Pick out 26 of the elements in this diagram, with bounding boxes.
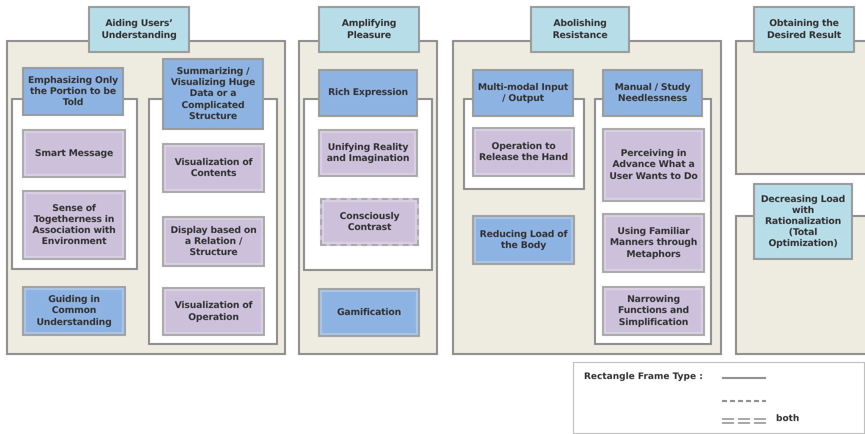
legend-text: both (776, 414, 800, 424)
category-heading: Amplifying Pleasure (318, 6, 420, 53)
item-box: Reducing Load of the Body (472, 215, 575, 265)
item-box: Smart Message (22, 129, 126, 178)
category-heading: Obtaining the Desired Result (753, 6, 855, 53)
legend-title: Rectangle Frame Type : (584, 372, 703, 382)
group-heading: Rich Expression (318, 69, 418, 117)
item-box: Visualization of Contents (162, 143, 265, 193)
category-heading: Abolishing Resistance (530, 6, 630, 53)
item-box: Display based on a Relation / Structure (162, 216, 265, 267)
item-box: Guiding in Common Understanding (22, 286, 126, 336)
category-heading: Decreasing Load with Rationalization (Total Optimization) (753, 183, 853, 260)
group-heading: Summarizing / Visualizing Huge Data or a Complicated Structure (162, 58, 264, 130)
item-box: Narrowing Functions and Simplification (602, 286, 705, 336)
group-heading: Multi-modal Input / Output (472, 69, 574, 117)
group-heading: Emphasizing Only the Portion to be Told (22, 67, 124, 116)
group-heading: Manual / Study Needlessness (602, 69, 703, 117)
item-box: Unifying Reality and Imagination (318, 129, 418, 177)
item-box: Consciously Contrast (320, 198, 419, 246)
category-heading: Aiding Users’ Understanding (88, 6, 190, 53)
item-box: Gamification (318, 288, 420, 337)
item-box: Sense of Togetherness in Association with Environment (22, 190, 126, 260)
item-box: Perceiving in Advance What a User Wants to Do (602, 128, 705, 202)
item-box: Operation to Release the Hand (472, 127, 575, 177)
item-box: Visualization of Operation (162, 287, 265, 336)
item-box: Using Familiar Manners through Metaphors (602, 213, 705, 273)
